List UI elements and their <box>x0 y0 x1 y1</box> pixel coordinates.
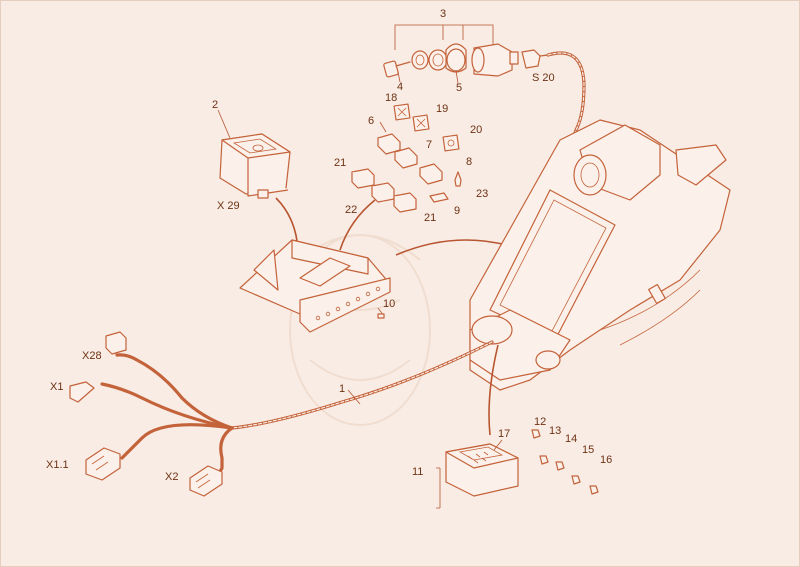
wiring-harness <box>69 331 494 497</box>
callout-s20: S 20 <box>532 72 555 84</box>
callout-x1: X1 <box>50 381 63 393</box>
callout-3: 3 <box>440 8 446 20</box>
callout-12: 12 <box>534 416 546 428</box>
display-module <box>217 109 299 251</box>
callout-x28: X28 <box>82 350 102 362</box>
mounting-bracket <box>239 239 542 333</box>
rocker-switches <box>377 103 460 185</box>
callout-23: 23 <box>476 188 488 200</box>
fuse-box <box>436 429 599 509</box>
callout-13: 13 <box>549 425 561 437</box>
callout-21-top: 21 <box>334 157 346 169</box>
callout-x2: X2 <box>165 471 178 483</box>
callout-19: 19 <box>436 103 448 115</box>
callout-10: 10 <box>383 298 395 310</box>
callout-2: 2 <box>212 99 218 111</box>
console-housing <box>469 119 731 436</box>
callout-4: 4 <box>397 81 403 93</box>
callout-15: 15 <box>582 444 594 456</box>
callout-5: 5 <box>456 82 462 94</box>
callout-7: 7 <box>426 139 432 151</box>
callout-22: 22 <box>345 204 357 216</box>
callout-21-bottom: 21 <box>424 212 436 224</box>
ignition-switch-assembly <box>383 24 549 84</box>
callout-11: 11 <box>412 466 423 478</box>
callout-1: 1 <box>339 383 345 395</box>
callout-x1-1: X1.1 <box>46 459 69 471</box>
callout-x29: X 29 <box>217 200 240 212</box>
callout-9: 9 <box>454 205 460 217</box>
callout-18: 18 <box>385 92 397 104</box>
callout-20: 20 <box>470 124 482 136</box>
callout-labels: 3 4 5 S 20 2 18 19 6 7 20 8 21 22 21 9 2… <box>46 8 612 483</box>
callout-8: 8 <box>466 156 472 168</box>
callout-16: 16 <box>600 454 612 466</box>
callout-6: 6 <box>368 115 374 127</box>
blanking-plates <box>339 168 462 251</box>
callout-17: 17 <box>498 428 510 440</box>
callout-14: 14 <box>565 433 577 445</box>
